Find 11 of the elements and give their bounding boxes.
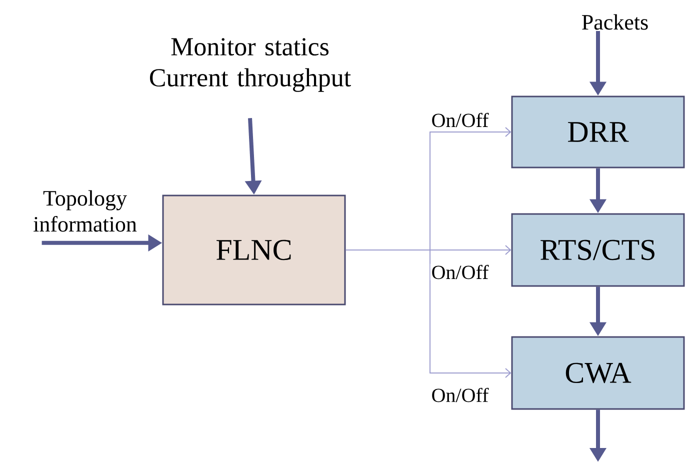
edge-label: On/Off: [430, 112, 490, 128]
process-box: RTS/CTS: [511, 213, 685, 287]
process-box: CWA: [511, 336, 685, 410]
process-box: DRR: [511, 96, 685, 168]
input-label: Monitor statics Current throughput: [150, 38, 351, 92]
edge-label: On/Off: [430, 264, 490, 280]
input-label: Topology information: [34, 190, 137, 232]
input-label: Packets: [582, 14, 648, 30]
edge-label: On/Off: [430, 386, 490, 404]
controller-box: FLNC: [162, 194, 346, 306]
arrow: [345, 250, 512, 378]
